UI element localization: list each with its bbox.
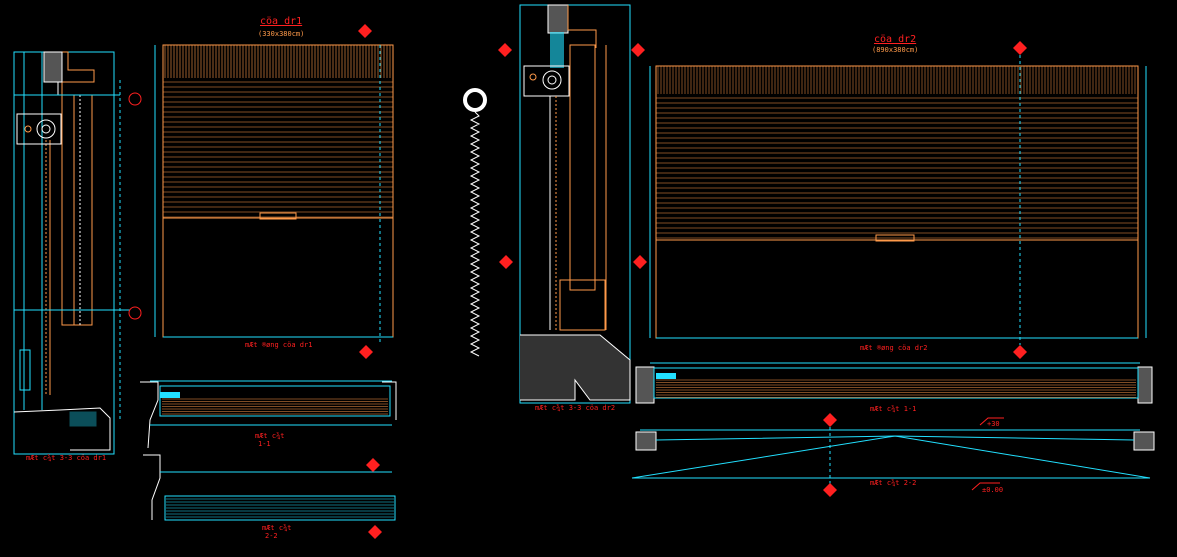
- dr2-section-slats: [656, 379, 1136, 398]
- elevation-dr1-label: mÆt ®øng cöa dr1: [245, 341, 312, 349]
- section-22-dr1: mÆt c¾t 2-2: [143, 454, 396, 540]
- section-11-dr1: mÆt c¾t 1-1: [140, 380, 397, 449]
- level-base-label: ±0.00: [982, 486, 1003, 494]
- door1-title: cöa dr1: [260, 16, 302, 27]
- section-22-dr2: mÆt c¾t 2-2 +30 ±0.00: [631, 413, 1155, 497]
- marker-1-top-dr2: [1013, 41, 1027, 55]
- section-22-dr1-label-b: 2-2: [265, 532, 278, 540]
- dr1-section22-slats: [166, 498, 394, 518]
- marker-1-right-dr2: [631, 43, 645, 57]
- marker-1-bottom-dr2: [1013, 345, 1027, 359]
- marker-1-left-dr2: [498, 43, 512, 57]
- section-22-dr2-label: mÆt c¾t 2-2: [870, 479, 916, 487]
- dr2-slats: [656, 97, 1138, 239]
- chain-detail: [463, 88, 487, 357]
- marker-2-bottom-dr1: [368, 525, 382, 539]
- level-top-label: +30: [987, 420, 1000, 428]
- elevation-dr2-label: mÆt ®øng cöa dr2: [860, 344, 927, 352]
- marker-1-bottom-dr1: [359, 345, 373, 359]
- marker-2-top-dr1: [366, 458, 380, 472]
- marker-2-top-dr2: [823, 413, 837, 427]
- section-11-dr1-label-a: mÆt c¾t: [255, 432, 285, 440]
- section-33-dr2: mÆt c¾t 3-3 cöa dr2: [519, 4, 631, 412]
- dr1-slats: [163, 81, 393, 218]
- door1-size: (330x380cm): [258, 30, 304, 38]
- elevation-dr2: cöa dr2 (890x380cm) mÆt ®øng cöa dr2: [649, 34, 1147, 359]
- marker-2-bottom-dr2: [823, 483, 837, 497]
- level-mark-base: [971, 482, 1000, 491]
- level-mark-top: [979, 417, 1004, 426]
- section-11-dr2-label: mÆt c¾t 1-1: [870, 405, 916, 413]
- elevation-dr1: cöa dr1 (330x380cm) mÆt ®øng cöa dr1: [154, 16, 394, 359]
- dr1-section-slats: [162, 398, 388, 415]
- door2-size: (890x380cm): [872, 46, 918, 54]
- marker-1-top-dr1: [358, 24, 372, 38]
- marker-2-right-dr2: [633, 255, 647, 269]
- dr1-roll-box-hatch: [164, 45, 391, 78]
- section-33-dr1-label: mÆt c¾t 3-3 cöa dr1: [26, 454, 106, 462]
- door2-title: cöa dr2: [874, 34, 916, 45]
- section-11-dr1-label-b: 1-1: [258, 440, 271, 448]
- section-22-dr1-label-a: mÆt c¾t: [262, 524, 292, 532]
- section-11-dr2: mÆt c¾t 1-1: [635, 362, 1153, 413]
- dr2-roll-box-hatch: [657, 66, 1136, 94]
- section-33-dr2-label: mÆt c¾t 3-3 cöa dr2: [535, 404, 615, 412]
- marker-2-left-dr2: [499, 255, 513, 269]
- section-33-dr1: [13, 51, 142, 455]
